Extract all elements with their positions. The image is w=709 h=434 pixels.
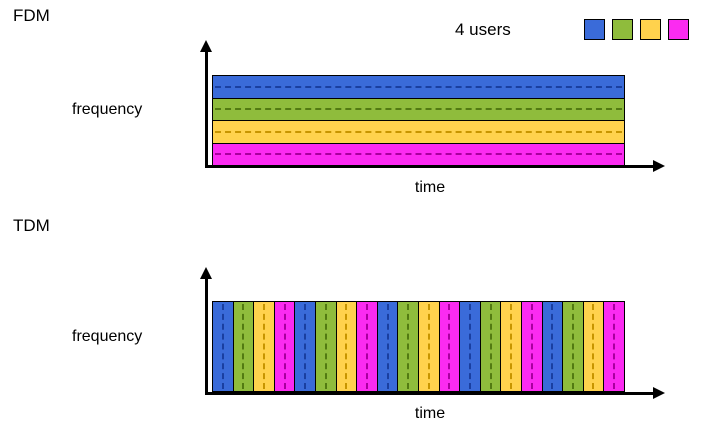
fdm-band-centerline [215,130,622,133]
fdm-section-label: FDM [13,6,50,25]
tdm-slot-centerline [613,304,616,389]
fdm-band-magenta [212,142,625,166]
tdm-slot-centerline [551,304,554,389]
legend-swatch-yellow [640,19,661,40]
tdm-slot-centerline [221,304,224,389]
tdm-slot-centerline [592,304,595,389]
tdm-slot-green [232,301,255,392]
tdm-slot-blue [376,301,399,392]
tdm-slot-magenta [520,301,543,392]
tdm-slot-centerline [489,304,492,389]
tdm-x-axis-arrow-icon [653,387,665,399]
fdm-time-axis-label: time [414,179,446,196]
fdm-x-axis-arrow-icon [653,160,665,172]
tdm-slot-centerline [283,304,286,389]
tdm-slot-yellow [253,301,275,392]
tdm-slot-centerline [345,304,348,389]
fdm-band-centerline [215,108,622,111]
tdm-slot-blue [541,301,564,392]
tdm-slot-magenta [438,301,461,392]
tdm-slot-centerline [468,304,471,389]
fdm-band-centerline [215,85,622,88]
tdm-section-label: TDM [13,216,50,235]
tdm-slot-blue [212,301,234,392]
tdm-time-axis-label: time [414,405,446,422]
tdm-slot-centerline [510,304,513,389]
tdm-slot-centerline [530,304,533,389]
user-color-legend [584,19,689,40]
tdm-slot-centerline [365,304,368,389]
tdm-slot-green [397,301,419,392]
tdm-slot-centerline [304,304,307,389]
tdm-slot-centerline [324,304,327,389]
tdm-slot-yellow [500,301,522,392]
tdm-slot-centerline [242,304,245,389]
tdm-y-axis-arrow-icon [200,267,212,279]
tdm-time-slots [212,301,625,392]
tdm-x-axis [205,392,655,395]
fdm-frequency-bands [212,75,625,166]
fdm-x-axis [205,165,655,168]
tdm-slot-blue [294,301,316,392]
tdm-slot-yellow [417,301,440,392]
fdm-y-axis-arrow-icon [200,40,212,52]
tdm-slot-blue [459,301,481,392]
legend-swatch-green [612,19,633,40]
tdm-slot-centerline [448,304,451,389]
tdm-slot-green [562,301,584,392]
legend-swatch-magenta [668,19,689,40]
tdm-slot-centerline [407,304,410,389]
fdm-band-yellow [212,120,625,144]
fdm-frequency-axis-label: frequency [72,101,143,118]
tdm-slot-centerline [262,304,265,389]
tdm-slot-magenta [273,301,296,392]
tdm-slot-yellow [582,301,605,392]
fdm-band-green [212,97,625,121]
legend-swatch-blue [584,19,605,40]
tdm-slot-magenta [356,301,378,392]
tdm-slot-green [479,301,502,392]
tdm-slot-yellow [335,301,358,392]
fdm-band-centerline [215,153,622,156]
tdm-frequency-axis-label: frequency [72,328,143,345]
users-count-label: 4 users [455,20,511,39]
fdm-band-blue [212,75,625,99]
tdm-y-axis [205,277,208,395]
tdm-slot-centerline [427,304,430,389]
fdm-y-axis [205,50,208,168]
tdm-slot-centerline [386,304,389,389]
tdm-slot-green [314,301,337,392]
tdm-slot-centerline [571,304,574,389]
tdm-slot-magenta [603,301,625,392]
